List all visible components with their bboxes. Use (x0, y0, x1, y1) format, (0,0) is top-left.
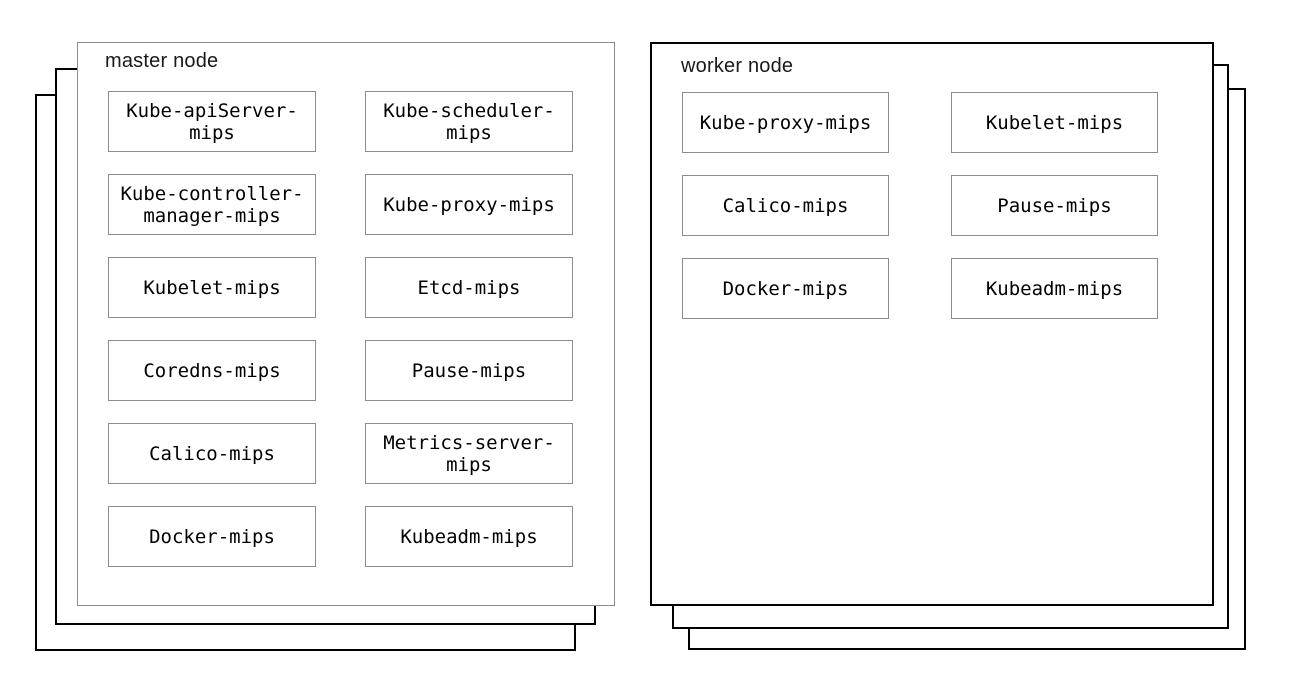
master-component-kube-controller-manager-mips: Kube-controller- manager-mips (108, 174, 316, 235)
worker-node-title: worker node (681, 55, 794, 77)
master-component-metrics-server-mips: Metrics-server- mips (365, 423, 573, 484)
master-component-kubelet-mips: Kubelet-mips (108, 257, 316, 318)
master-component-calico-mips: Calico-mips (108, 423, 316, 484)
master-component-pause-mips: Pause-mips (365, 340, 573, 401)
worker-component-kubeadm-mips: Kubeadm-mips (951, 258, 1158, 319)
master-component-etcd-mips: Etcd-mips (365, 257, 573, 318)
master-component-kube-scheduler-mips: Kube-scheduler- mips (365, 91, 573, 152)
master-component-coredns-mips: Coredns-mips (108, 340, 316, 401)
worker-component-pause-mips: Pause-mips (951, 175, 1158, 236)
worker-component-kubelet-mips: Kubelet-mips (951, 92, 1158, 153)
master-component-kube-apiserver-mips: Kube-apiServer- mips (108, 91, 316, 152)
master-component-docker-mips: Docker-mips (108, 506, 316, 567)
master-node-title: master node (105, 50, 219, 72)
master-node-component-grid: Kube-apiServer- mips Kube-scheduler- mip… (108, 91, 573, 567)
worker-component-calico-mips: Calico-mips (682, 175, 889, 236)
worker-node-component-grid: Kube-proxy-mips Kubelet-mips Calico-mips… (682, 92, 1158, 319)
worker-node-panel: worker node Kube-proxy-mips Kubelet-mips… (650, 42, 1214, 606)
master-component-kubeadm-mips: Kubeadm-mips (365, 506, 573, 567)
master-component-kube-proxy-mips: Kube-proxy-mips (365, 174, 573, 235)
master-node-panel: master node Kube-apiServer- mips Kube-sc… (77, 42, 615, 606)
worker-component-docker-mips: Docker-mips (682, 258, 889, 319)
worker-component-kube-proxy-mips: Kube-proxy-mips (682, 92, 889, 153)
